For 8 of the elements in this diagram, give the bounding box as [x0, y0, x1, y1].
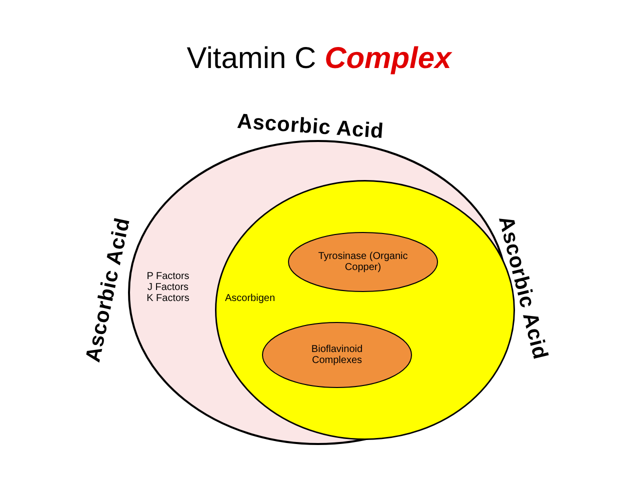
node-label: Bioflavinoid Complexes — [310, 344, 364, 366]
title: Vitamin C Complex — [186, 42, 454, 76]
curved-label: Ascorbic Acid — [236, 110, 384, 144]
node-label: Tyrosinase (Organic Copper) — [317, 251, 409, 273]
factor-list: P Factors J Factors K Factors — [145, 270, 191, 304]
curved-label: Ascorbic Acid — [80, 216, 136, 364]
curved-label: Ascorbic Acid — [492, 214, 552, 362]
node-label: Ascorbigen — [224, 292, 276, 304]
